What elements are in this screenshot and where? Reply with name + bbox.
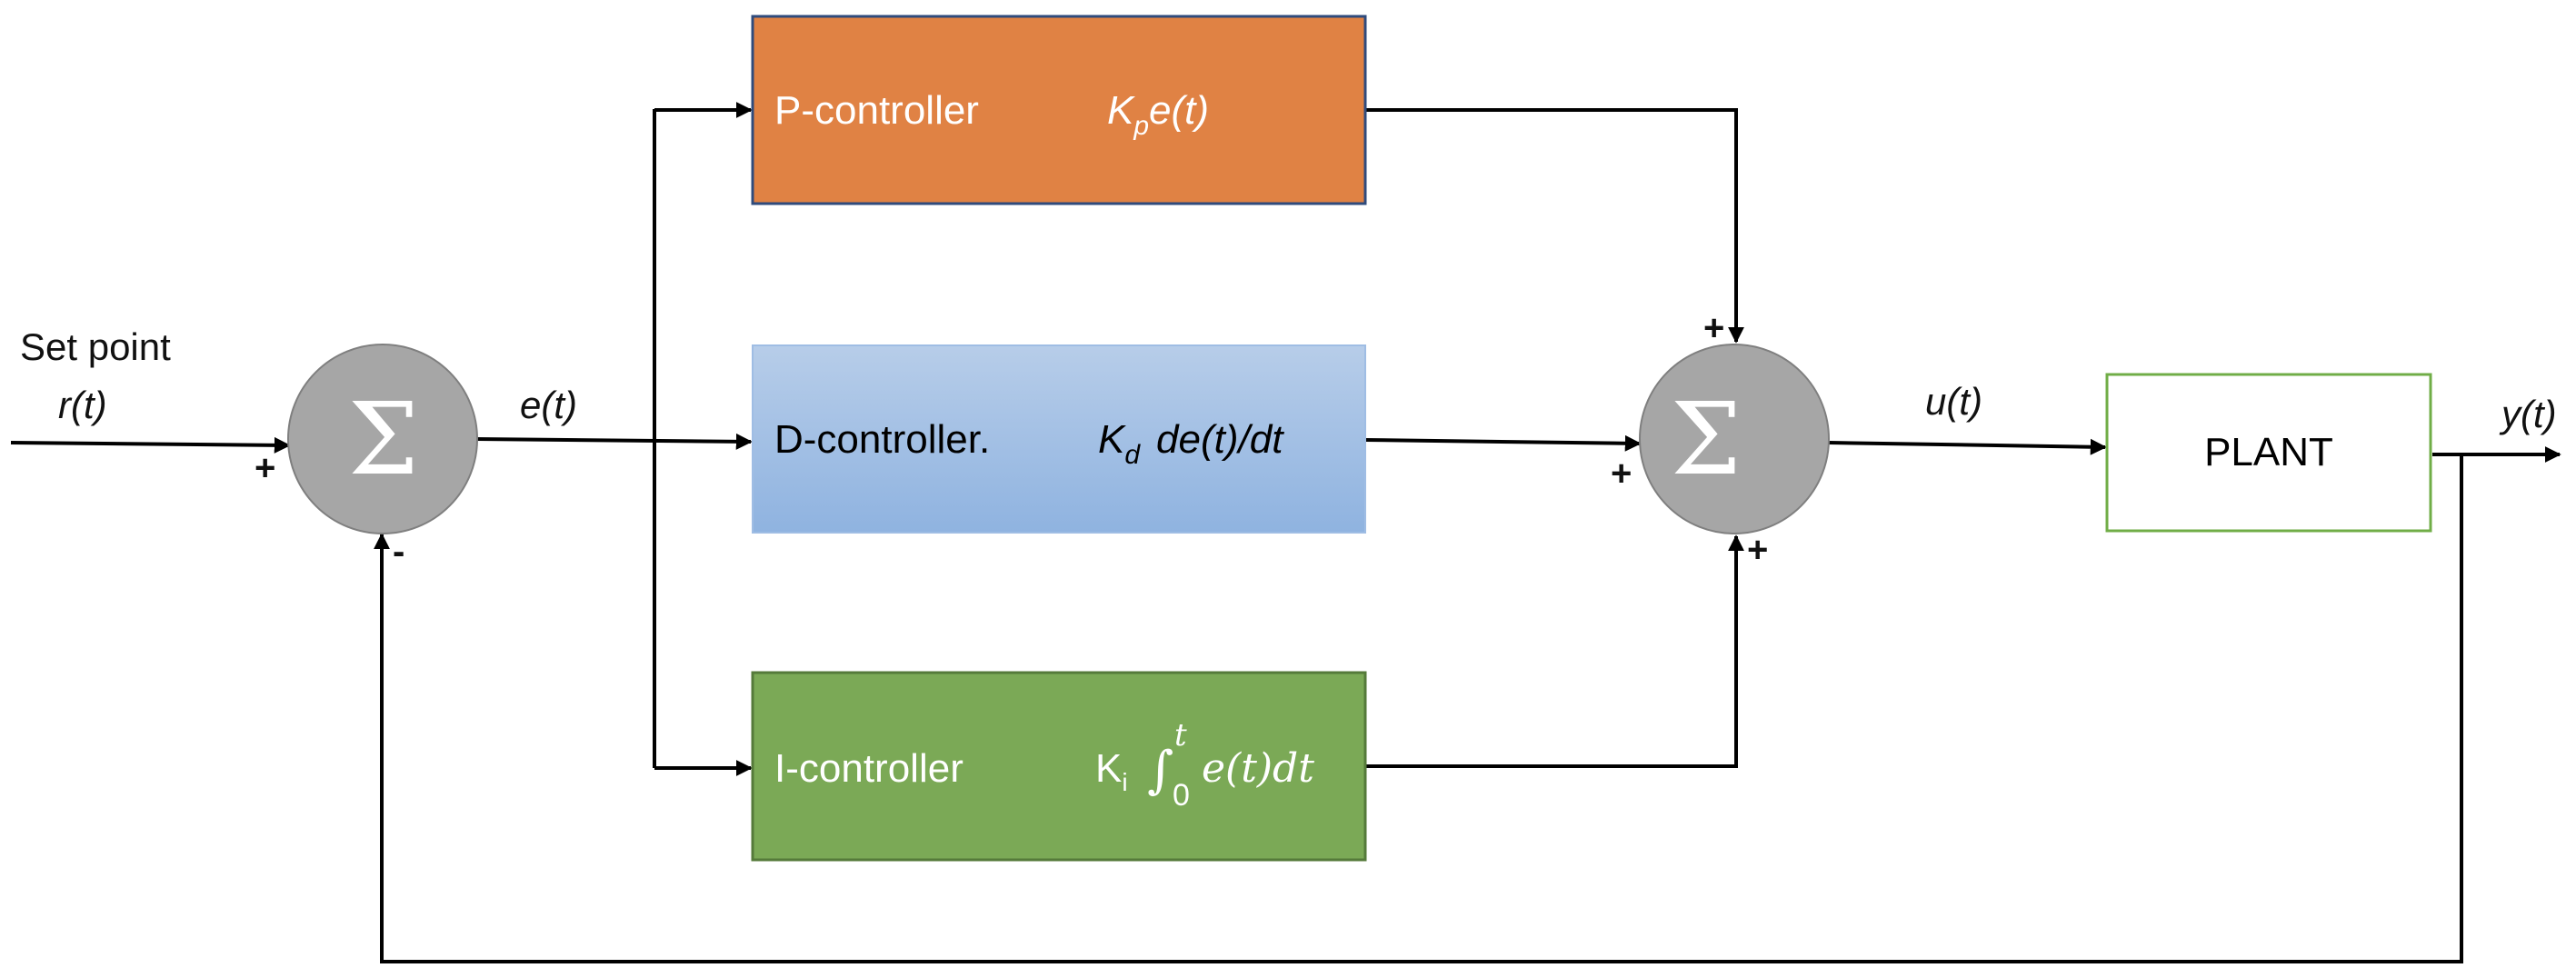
summing-junction-2: Σ xyxy=(1639,344,1830,534)
p-controller-label: P-controller xyxy=(774,88,979,133)
plant-label: PLANT xyxy=(2204,430,2333,474)
i-gain-formula: Ki ∫ t 0 e(t)dt xyxy=(1095,717,1314,813)
error-signal-label: e(t) xyxy=(520,384,577,426)
svg-text:Ki: Ki xyxy=(1095,746,1128,796)
plant-block: PLANT xyxy=(2105,373,2432,533)
set-point-label: Set point xyxy=(20,325,171,368)
d-controller-label: D-controller. xyxy=(774,417,990,462)
p-controller-block: P-controller Kpe(t) xyxy=(751,15,1367,205)
integrand: e(t)dt xyxy=(1202,745,1314,792)
feedback-wire xyxy=(374,454,2463,963)
input-arrow xyxy=(10,436,291,454)
reference-signal-label: r(t) xyxy=(58,384,107,426)
d-output-wire xyxy=(1364,434,1642,452)
p-gain-formula: Kpe(t) xyxy=(1107,88,1209,141)
sum2-left-plus-sign: + xyxy=(1611,454,1632,494)
sigma-symbol: Σ xyxy=(1671,381,1742,497)
i-output-wire xyxy=(1365,534,1744,768)
summing-junction-1: Σ xyxy=(287,344,478,534)
control-arrow xyxy=(1828,438,2107,455)
control-signal-label: u(t) xyxy=(1925,380,1982,423)
i-controller-block: I-controller Ki ∫ t 0 e(t)dt xyxy=(751,671,1367,862)
sigma-symbol: Σ xyxy=(348,381,419,497)
integral-lower-limit: 0 xyxy=(1173,778,1190,813)
output-signal-label: y(t) xyxy=(2499,393,2557,435)
sum2-bottom-plus-sign: + xyxy=(1747,530,1768,570)
sum1-plus-sign: + xyxy=(255,448,275,488)
sum1-minus-sign: - xyxy=(393,532,404,572)
integral-sign: ∫ xyxy=(1147,741,1173,800)
integral-upper-limit: t xyxy=(1174,717,1187,753)
sum2-top-plus-sign: + xyxy=(1703,308,1724,348)
error-arrow-d xyxy=(475,433,753,450)
i-controller-label: I-controller xyxy=(774,746,964,791)
p-output-wire xyxy=(1365,108,1744,344)
